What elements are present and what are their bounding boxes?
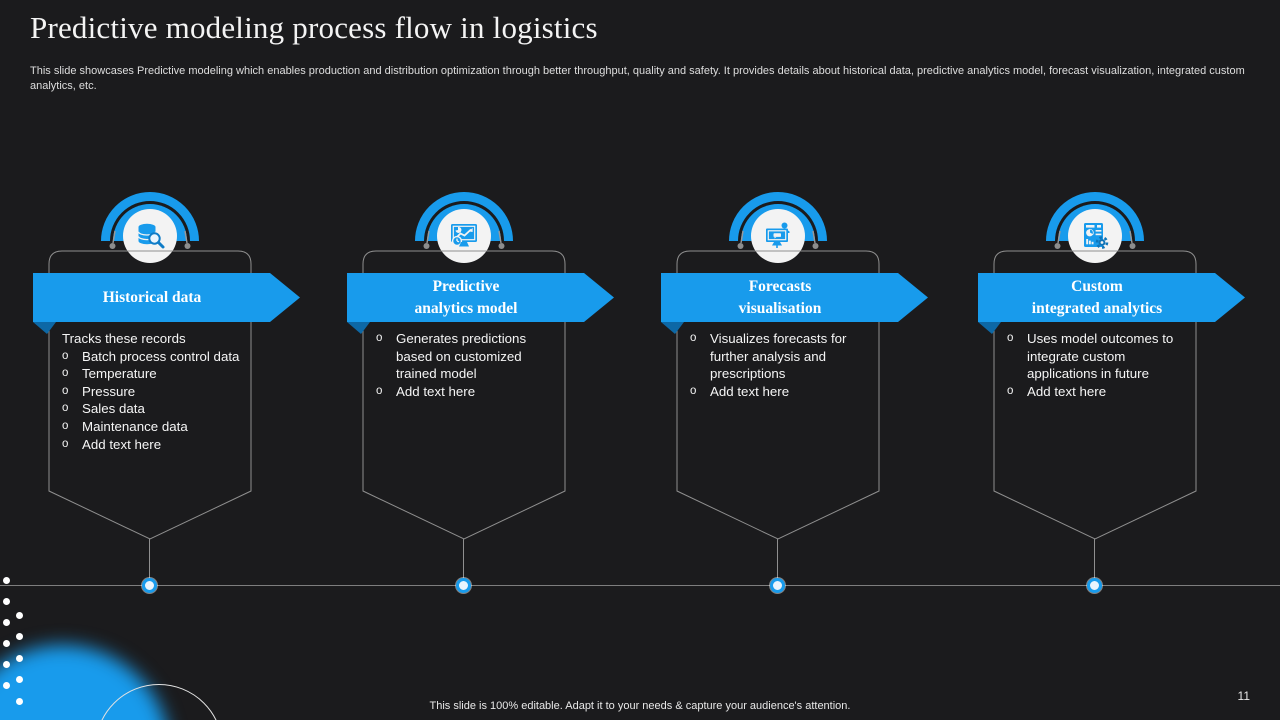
decorative-dot [3, 661, 10, 668]
stage-title: Predictive analytics model [347, 273, 585, 322]
stage-card-outline [676, 250, 880, 540]
stage-column: Predictive analytics model o Generates pre… [304, 0, 624, 620]
bullet-item: o Sales data [60, 400, 240, 418]
bullet-marker: o [62, 402, 69, 415]
bullet-marker: o [62, 419, 69, 432]
bullet-item: o Uses model outcomes to integrate custom… [1005, 330, 1185, 383]
stage-icon-circle [123, 209, 177, 263]
bullet-text: Visualizes forecasts for further analysi… [710, 331, 847, 382]
bullet-text: Add text here [82, 436, 162, 452]
bullet-marker: o [1007, 332, 1014, 344]
bullet-item: o Visualizes forecasts for further analys… [688, 330, 868, 383]
bullet-text: Add text here [1027, 383, 1107, 399]
decorative-dot [16, 698, 23, 705]
stage-icon-circle [751, 209, 805, 263]
bullet-marker: o [690, 384, 697, 397]
stage-column: Historical data Tracks these records o Ba… [0, 0, 310, 620]
bullet-marker: o [62, 384, 69, 397]
bullet-text: Uses model outcomes to integrate custom … [1027, 331, 1174, 382]
stage-card-outline [993, 250, 1197, 540]
decorative-dot [16, 676, 23, 683]
bullet-text: Add text here [710, 383, 790, 399]
decorative-dot [3, 640, 10, 647]
stage-title: Custom integrated analytics [978, 273, 1216, 322]
bullet-item: o Batch process control data [60, 348, 240, 366]
stage-title: Historical data [33, 273, 271, 322]
stage-icon-circle [437, 209, 491, 263]
report-gear-icon [1084, 223, 1109, 249]
timeline-node [142, 578, 157, 593]
stage-banner-arrow [661, 273, 928, 334]
stage-column: Forecasts visualisation o Visualizes forec… [618, 0, 938, 620]
bullet-item: o Add text here [688, 383, 868, 401]
bullet-text: Sales data [82, 401, 145, 417]
timeline-node [770, 578, 785, 593]
bullet-item: o Pressure [60, 383, 240, 401]
stage-bullets: o Generates predictions based on customiz… [374, 330, 554, 400]
slide-description: This slide showcases Predictive modeling… [30, 65, 1245, 92]
decorative-dot [3, 682, 10, 689]
stage-card-outline [362, 250, 566, 540]
stage-title-line: Predictive [432, 277, 500, 295]
monitor-analytics-icon [451, 224, 477, 247]
bullet-item: o Generates predictions based on customiz… [374, 330, 554, 383]
stage-title-line: Forecasts [748, 277, 812, 295]
decorative-dot [16, 612, 23, 619]
stage-bullets: o Uses model outcomes to integrate custom… [1005, 330, 1185, 400]
bullet-text: Temperature [82, 366, 157, 382]
bullet-text: Generates predictions based on customize… [396, 331, 527, 382]
stage-title-line: Custom [1071, 277, 1123, 295]
page-title: Predictive modeling process flow in logi… [30, 10, 598, 45]
bullet-marker: o [1007, 384, 1014, 397]
connector-line [777, 539, 778, 586]
bullet-text: Batch process control data [82, 348, 240, 364]
footer-note: This slide is 100% editable. Adapt it to… [429, 700, 851, 712]
stage-intro: Tracks these records [62, 331, 186, 346]
bullet-item: o Maintenance data [60, 418, 240, 436]
stage-bullets: o Visualizes forecasts for further analys… [688, 330, 868, 400]
bullet-item: o Add text here [60, 436, 240, 454]
bullet-marker: o [62, 367, 69, 380]
bullet-marker: o [376, 384, 383, 397]
stage-banner-arrow [347, 273, 614, 334]
process-timeline [0, 585, 1280, 586]
bullet-text: Maintenance data [82, 418, 188, 434]
bullet-marker: o [376, 332, 383, 344]
page-number: 11 [1237, 689, 1250, 703]
stage-card-outline [48, 250, 252, 540]
stage-banner-arrow [978, 273, 1245, 334]
bullet-text: Pressure [82, 383, 136, 399]
stage-banner-arrow [33, 273, 300, 334]
decorative-dot [3, 577, 10, 584]
stage-title-line: analytics model [414, 299, 518, 317]
connector-line [1094, 539, 1095, 586]
connector-line [463, 539, 464, 586]
stage-title-line: integrated analytics [1031, 299, 1163, 317]
connector-line [149, 539, 150, 586]
bullet-text: Add text here [396, 383, 476, 399]
stage-icon-circle [1068, 209, 1122, 263]
presentation-board-icon [766, 222, 790, 248]
bullet-item: o Add text here [1005, 383, 1185, 401]
bullet-marker: o [62, 437, 69, 450]
timeline-node [456, 578, 471, 593]
timeline-node [1087, 578, 1102, 593]
stage-title-line: Historical data [102, 288, 202, 306]
stage-title-line: visualisation [738, 299, 822, 317]
bullet-marker: o [690, 332, 697, 344]
decorative-dot [3, 619, 10, 626]
bullet-item: o Add text here [374, 383, 554, 401]
decorative-dot [16, 655, 23, 662]
decorative-dot [3, 598, 10, 605]
stage-column: Custom integrated analytics o Uses model o… [935, 0, 1255, 620]
stage-title: Forecasts visualisation [661, 273, 899, 322]
decorative-dot [16, 633, 23, 640]
bullet-marker: o [62, 349, 69, 362]
bullet-item: o Temperature [60, 365, 240, 383]
database-search-icon [137, 223, 165, 249]
